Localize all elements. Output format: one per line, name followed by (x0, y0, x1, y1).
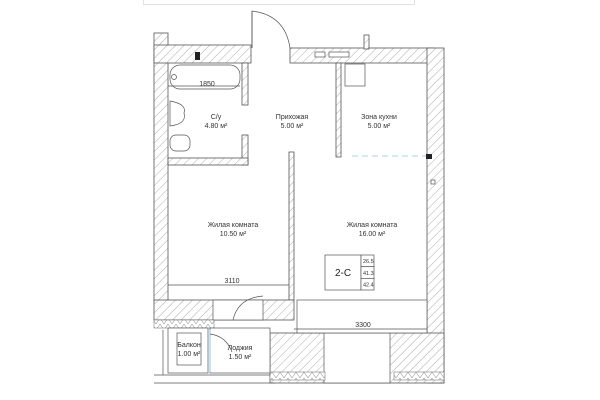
room-area: 1.50 м² (229, 354, 252, 361)
room-balcony[interactable]: Балкон 1.00 м² (177, 342, 201, 358)
unit-value-3: 42.4 (363, 283, 374, 289)
room-area: 1.00 м² (178, 351, 201, 358)
sink-icon (169, 100, 185, 127)
room-name: Лоджия (228, 345, 253, 352)
kitchen-sink-icon[interactable] (344, 63, 366, 87)
balcony-box (176, 332, 202, 366)
unit-value-1: 26.5 (363, 259, 374, 265)
room-name: Жилая комната (347, 222, 398, 229)
insulation-left (153, 319, 215, 329)
room-name: Зона кухни (361, 114, 397, 121)
bathroom-partition-upper (241, 62, 249, 106)
unit-info-box: 2-C 26.5 41.3 42.4 (324, 254, 375, 291)
room-name: Жилая комната (208, 222, 259, 229)
entrance-door-swing (251, 10, 291, 49)
radiator-icon (426, 154, 432, 159)
insulation-mid (269, 371, 326, 381)
kitchen-vent-1 (314, 51, 326, 58)
room-living-2[interactable]: Жилая комната 16.00 м² (347, 222, 398, 238)
room2-floor (296, 299, 428, 334)
socket-icon (430, 179, 436, 185)
room2-window (323, 332, 391, 384)
room1-dimension: 3110 (224, 278, 239, 285)
room-kitchen[interactable]: Зона кухни 5.00 м² (361, 114, 397, 130)
room-loggia[interactable]: Лоджия 1.50 м² (228, 345, 253, 361)
room-bathroom[interactable]: С/у 4.80 м² (205, 114, 228, 130)
room-name: Прихожая (276, 114, 309, 121)
bathtub-dimension: 1850 (199, 81, 215, 88)
bathtub[interactable] (169, 64, 241, 90)
kitchen-partition (335, 62, 342, 158)
top-frame (143, 0, 415, 5)
toilet-icon (169, 134, 191, 152)
room-area: 4.80 м² (205, 123, 228, 130)
kitchen-vent-2 (328, 51, 350, 58)
bathroom-vent-icon (195, 52, 200, 60)
room-area: 5.00 м² (368, 123, 391, 130)
room-name: С/у (211, 114, 222, 121)
tap-icon (171, 74, 177, 80)
unit-code: 2-C (335, 268, 351, 279)
room-area: 16.00 м² (359, 231, 386, 238)
insulation-right (393, 371, 445, 381)
room-hallway[interactable]: Прихожая 5.00 м² (276, 114, 309, 130)
unit-value-2: 41.3 (363, 271, 374, 277)
bathroom-bottom-wall (167, 157, 249, 166)
room1-window (212, 299, 264, 321)
room-name: Балкон (177, 342, 201, 349)
room-area: 5.00 м² (281, 123, 304, 130)
top-wall-left (153, 44, 252, 64)
room2-dimension: 3300 (355, 322, 371, 329)
top-wall-stub (363, 34, 370, 50)
room-living-1[interactable]: Жилая комната 10.50 м² (208, 222, 259, 238)
room-area: 10.50 м² (220, 231, 247, 238)
loggia-door-swing (232, 295, 264, 321)
hallway-partition (288, 151, 295, 301)
top-wall-right (289, 47, 434, 64)
balcony-door-swing (209, 333, 233, 353)
left-outer-wall (153, 32, 169, 302)
